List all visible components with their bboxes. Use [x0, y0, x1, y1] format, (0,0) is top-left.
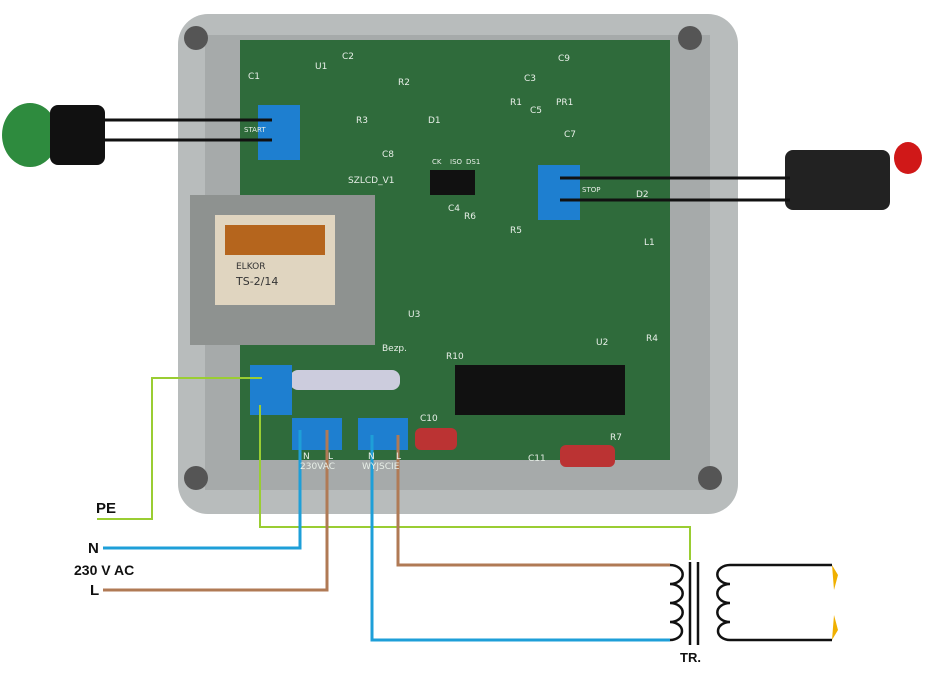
- start-button-body: [50, 105, 105, 165]
- pcb-label: R5: [510, 226, 522, 236]
- pcb-label: 230VAC: [300, 462, 336, 472]
- stop-button-wires: [560, 176, 790, 202]
- capacitor-c10: [415, 428, 457, 450]
- n-input-wire: [103, 430, 302, 550]
- mounting-hole: [184, 26, 208, 50]
- l-input-wire: [103, 430, 329, 592]
- pcb-label: L: [396, 452, 402, 462]
- output-terminal-bottom: [832, 615, 838, 640]
- pcb-label: R4: [646, 334, 658, 344]
- terminal-start: [258, 105, 300, 160]
- pcb-label: R1: [510, 98, 522, 108]
- pcb-label: L: [328, 452, 334, 462]
- transformer-brand: ELKOR: [236, 262, 266, 272]
- pcb-label: D1: [428, 116, 441, 126]
- start-button-wires: [100, 118, 272, 142]
- pcb-label: PR1: [556, 98, 574, 108]
- mounting-hole: [698, 466, 722, 490]
- pcb-label: ISO: [450, 158, 463, 166]
- pe-transformer-wire: [259, 405, 691, 560]
- pcb-label-board: SZLCD_V1: [348, 176, 395, 186]
- voltage-label: 230 V AC: [74, 562, 135, 578]
- n-output-wire: [370, 435, 670, 642]
- pcb-label: R7: [610, 433, 622, 443]
- pcb-label: STOP: [582, 186, 601, 194]
- pcb-label: U2: [596, 338, 609, 348]
- pcb-label: C7: [564, 130, 577, 140]
- mounting-hole: [184, 466, 208, 490]
- start-button: [2, 103, 58, 167]
- output-terminal-top: [832, 565, 838, 590]
- l-output-wire: [396, 435, 670, 567]
- pcb-label: R3: [356, 116, 368, 126]
- pcb-label: C10: [420, 414, 438, 424]
- transformer-coil: [225, 225, 325, 255]
- capacitor-c11: [560, 445, 615, 467]
- pcb-label: N: [368, 452, 375, 462]
- pe-label: PE: [96, 500, 117, 517]
- stop-button: [894, 142, 922, 174]
- l-label: L: [90, 582, 100, 599]
- pcb-label: L1: [644, 238, 655, 248]
- pcb-label: WYJSCIE: [362, 462, 400, 472]
- pcb-label: Bezp.: [382, 344, 408, 354]
- pcb-label: CK: [432, 158, 442, 166]
- pcb-label: U3: [408, 310, 421, 320]
- pcb-label: R6: [464, 212, 476, 222]
- pcb-label: N: [303, 452, 310, 462]
- pcb-label: U1: [315, 62, 328, 72]
- pcb-label: C3: [524, 74, 537, 84]
- pcb-label: C2: [342, 52, 355, 62]
- pcb-label: START: [244, 126, 266, 134]
- pcb-label: R2: [398, 78, 410, 88]
- terminal-stop: [538, 165, 580, 220]
- connector-header: [430, 170, 475, 195]
- transformer-symbol: [669, 562, 832, 645]
- mounting-hole: [678, 26, 702, 50]
- terminal-output: [358, 418, 408, 450]
- pcb-label: C8: [382, 150, 395, 160]
- terminal-pe: [250, 365, 292, 415]
- pcb-label: C5: [530, 106, 543, 116]
- pe-wire: [97, 377, 262, 520]
- pcb-label: C1: [248, 72, 261, 82]
- n-label: N: [88, 540, 99, 557]
- transformer-label: TR.: [680, 650, 701, 665]
- stop-button-body: [785, 150, 890, 210]
- transformer-model: TS-2/14: [236, 275, 279, 288]
- heatsink: [455, 365, 625, 415]
- pcb-label: R10: [446, 352, 464, 362]
- pcb-label: C4: [448, 204, 461, 214]
- pcb-label: DS1: [466, 158, 481, 166]
- pcb-label: D2: [636, 190, 649, 200]
- pcb-label: C11: [528, 454, 546, 464]
- pcb-label: C9: [558, 54, 571, 64]
- fuse: [290, 370, 400, 390]
